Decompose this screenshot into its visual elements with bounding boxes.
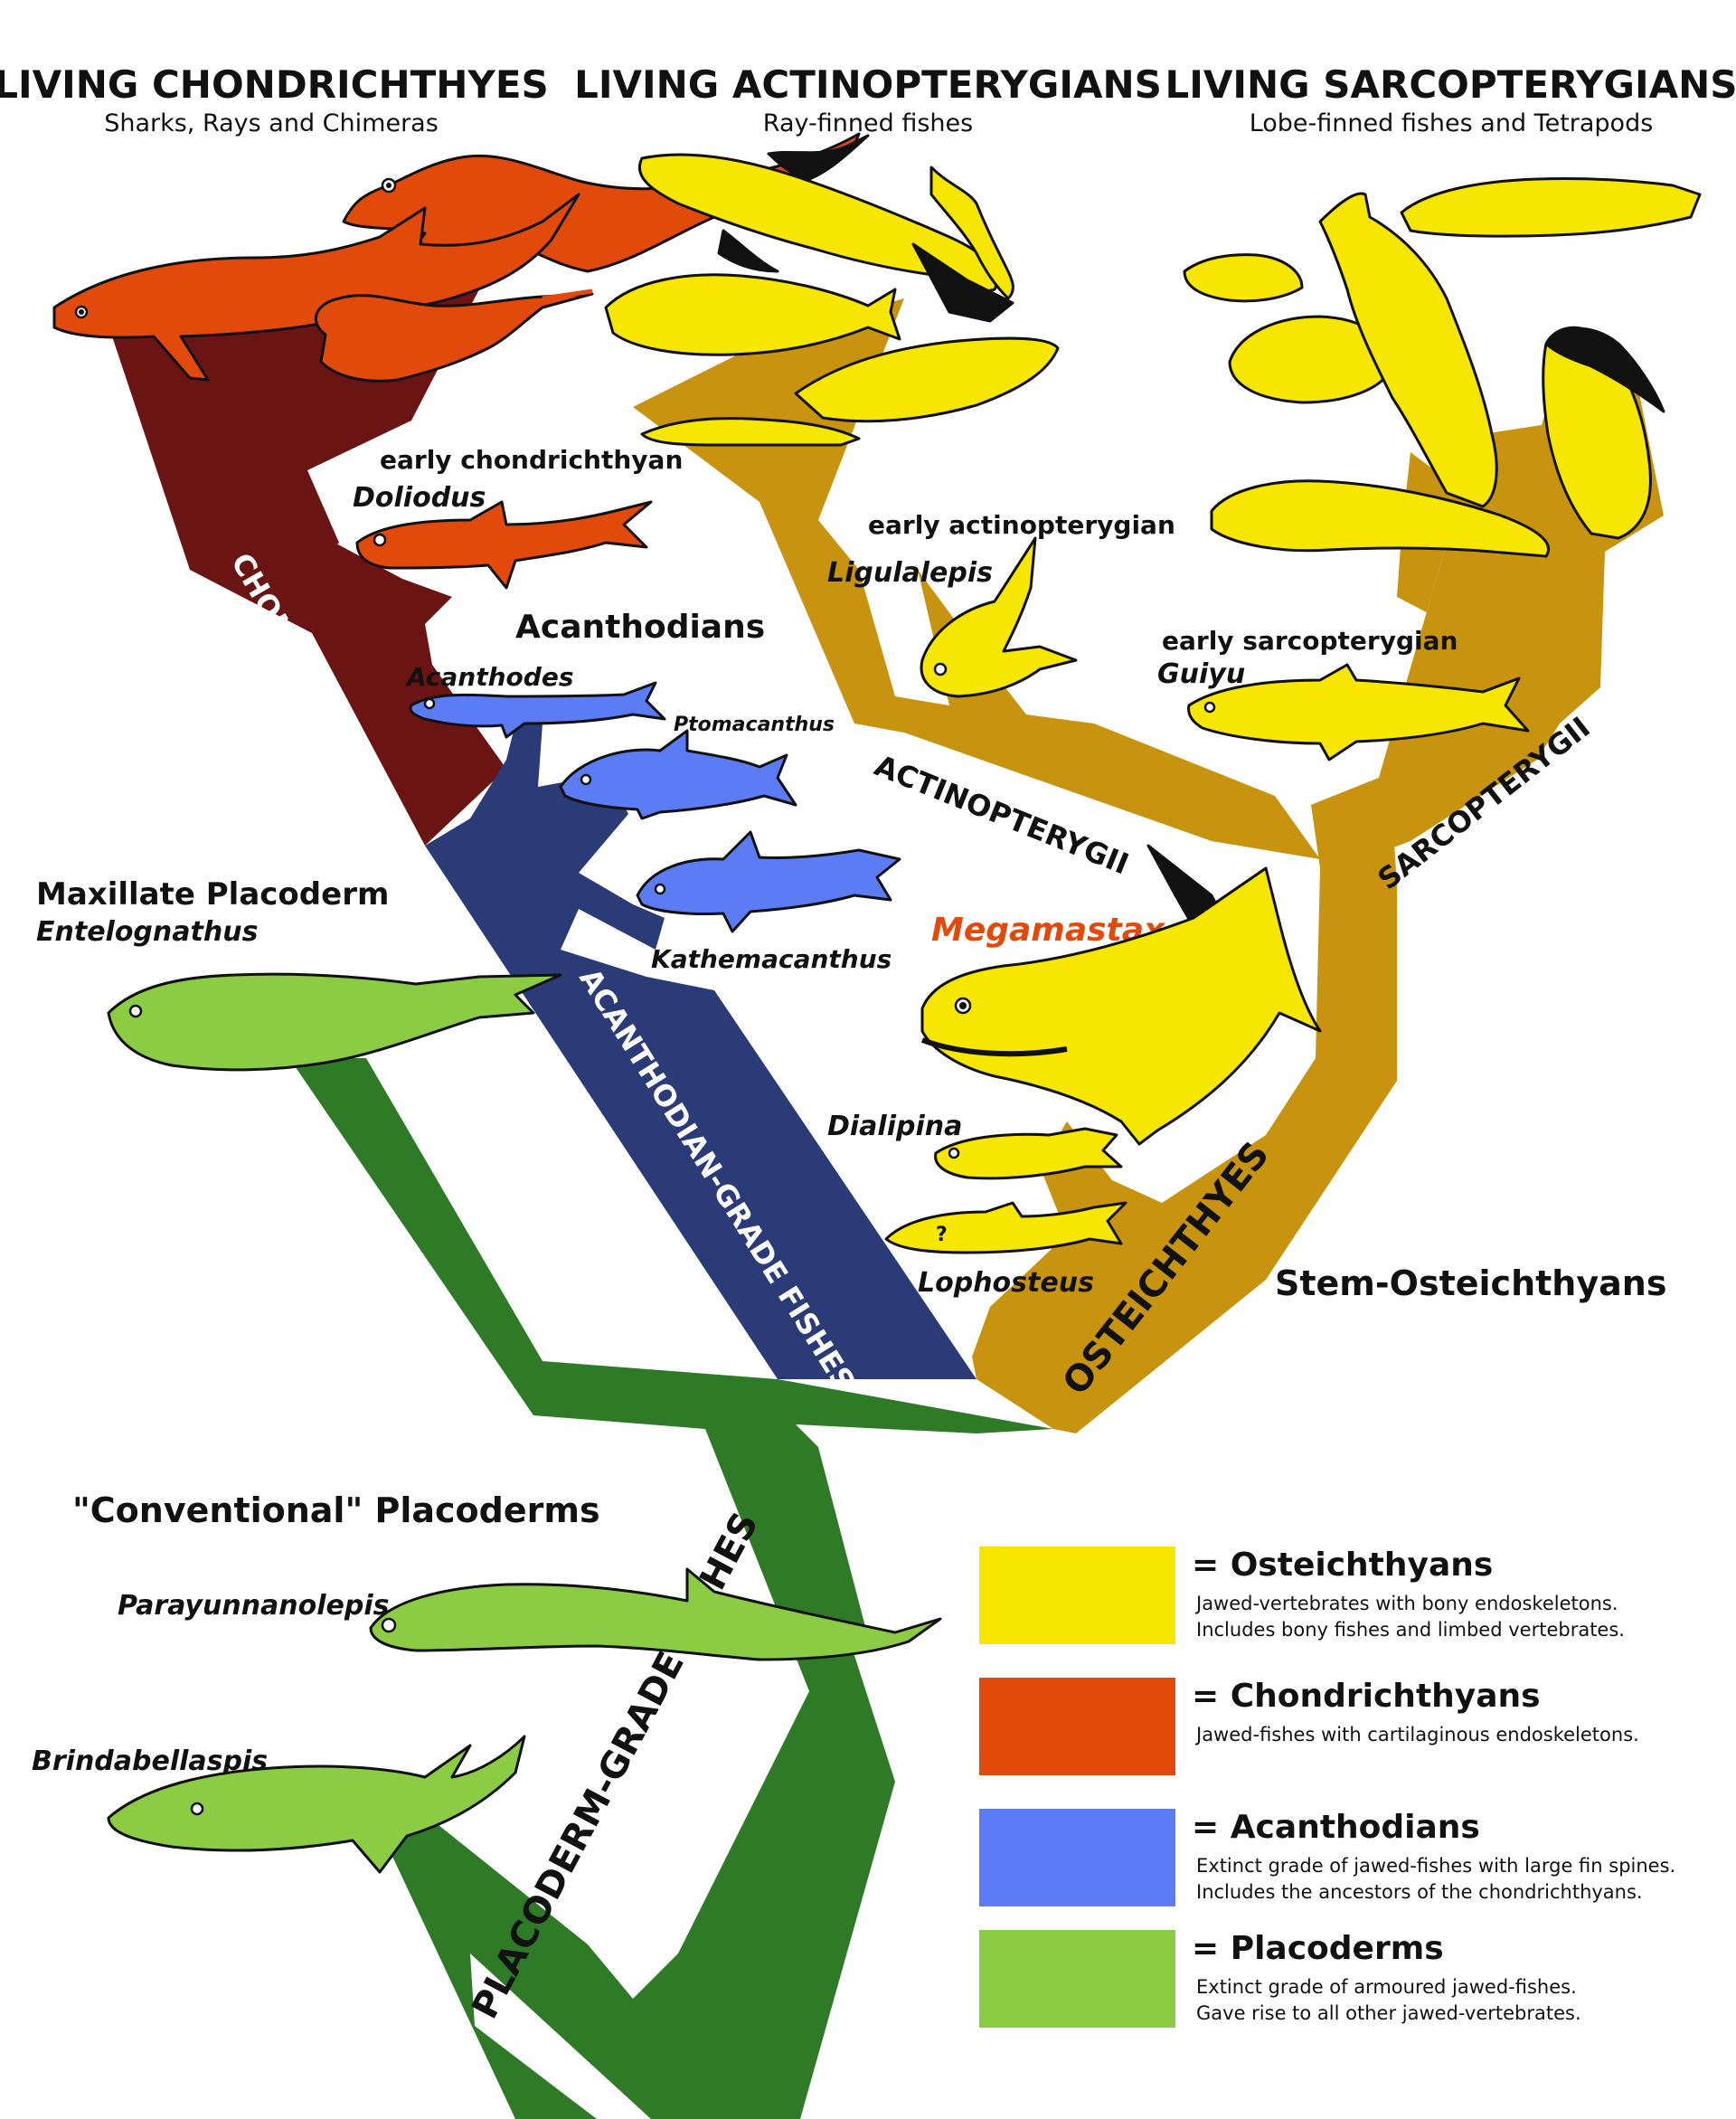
legend-desc-acanthodians-2: Includes the ancestors of the chondricht… xyxy=(1196,1881,1643,1903)
header-sarcopterygians-subtitle: Lobe-finned fishes and Tetrapods xyxy=(1250,109,1654,137)
salamander-silhouette xyxy=(1210,479,1550,558)
dialipina-fish xyxy=(934,1127,1123,1180)
acanthodes-eye xyxy=(423,697,436,710)
label-parayunnanolepis: Parayunnanolepis xyxy=(118,1590,390,1622)
stingray-silhouette xyxy=(314,292,594,383)
sturgeon-silhouette xyxy=(638,153,998,300)
label-maxillate-placoderm: Maxillate Placoderm xyxy=(36,876,389,913)
brindabellaspis-eye xyxy=(190,1802,204,1816)
dialipina-eye xyxy=(948,1147,960,1159)
acanthodes-fish xyxy=(409,681,666,739)
legend-swatch-placoderms xyxy=(979,1930,1175,2028)
guiyu-fish xyxy=(1187,663,1530,762)
parayunnanolepis-fish xyxy=(369,1567,942,1661)
legend-swatch-chondrichthyans xyxy=(979,1678,1175,1775)
seadragon-silhouette xyxy=(929,166,1014,300)
living-actinopterygians-group xyxy=(604,153,1060,447)
chondrichthyes-branch xyxy=(108,289,506,846)
frog-silhouette xyxy=(1183,253,1304,303)
living-sarcopterygians-group xyxy=(1183,176,1702,558)
label-early-sarcopterygian: early sarcopterygian xyxy=(1162,626,1458,656)
kangaroo-silhouette xyxy=(1318,192,1498,508)
stingray-tail xyxy=(542,289,593,301)
ptomacanthus-fish xyxy=(559,729,797,820)
megamastax-jaw xyxy=(920,1037,1068,1057)
lophosteus-fish xyxy=(884,1201,1127,1254)
header-chondrichthyes-title: LIVING CHONDRICHTHYES xyxy=(0,62,549,107)
megamastax-pupil xyxy=(959,1002,967,1009)
entelognathus-fish xyxy=(107,972,562,1072)
legend-desc-osteichthyans-1: Jawed-vertebrates with bony endoskeleton… xyxy=(1194,1593,1618,1614)
ligulalepis-eye xyxy=(933,662,948,676)
eel-silhouette xyxy=(640,417,861,447)
shark-pupil xyxy=(79,309,84,315)
legend-desc-osteichthyans-2: Includes bony fishes and limbed vertebra… xyxy=(1196,1619,1625,1641)
ptomacanthus-eye xyxy=(580,773,592,786)
shark-silhouette xyxy=(52,193,580,382)
label-ptomacanthus: Ptomacanthus xyxy=(674,714,835,736)
parayunnanolepis-eye xyxy=(381,1617,397,1633)
acanthodian-branch xyxy=(425,724,976,1379)
sarcopterygii-branch xyxy=(1311,452,1582,855)
black-fin xyxy=(911,242,1014,323)
brindabellaspis-fish xyxy=(107,1735,526,1874)
guiyu-eye xyxy=(1203,701,1216,714)
coelacanth-silhouette xyxy=(1400,176,1702,238)
legend-swatch-acanthodians xyxy=(979,1809,1175,1906)
legend-desc-chondrichthyans-1: Jawed-fishes with cartilaginous endoskel… xyxy=(1194,1724,1639,1745)
label-acanthodians: Acanthodians xyxy=(515,609,765,646)
entelognathus-eye xyxy=(128,1004,143,1018)
header-actinopterygians-title: LIVING ACTINOPTERYGIANS xyxy=(574,62,1162,107)
label-conventional-placoderms: "Conventional" Placoderms xyxy=(72,1490,600,1530)
header-sarcopterygians-title: LIVING SARCOPTERYGIANS xyxy=(1165,62,1736,107)
legend: = Osteichthyans Jawed-vertebrates with b… xyxy=(979,1547,1675,2028)
label-kathemacanthus: Kathemacanthus xyxy=(651,944,892,974)
arowana-silhouette xyxy=(794,336,1060,423)
legend-desc-placoderms-1: Extinct grade of armoured jawed-fishes. xyxy=(1196,1976,1577,1998)
megamastax-fish xyxy=(920,866,1322,1146)
legend-title-acanthodians: = Acanthodians xyxy=(1192,1809,1480,1846)
tuna-silhouette xyxy=(604,273,901,356)
chimera-tail-silhouette xyxy=(767,134,870,183)
sturgeon-tail xyxy=(717,229,779,273)
label-early-actinopterygian: early actinopterygian xyxy=(868,510,1175,540)
doliodus-fish xyxy=(355,500,653,590)
legend-desc-placoderms-2: Gave rise to all other jawed-vertebrates… xyxy=(1196,2002,1581,2024)
label-stem-osteichthyans: Stem-Osteichthyans xyxy=(1275,1263,1666,1303)
osteichthyes-branch xyxy=(972,380,1664,1433)
kathemacanthus-eye xyxy=(654,883,666,895)
label-ligulalepis: Ligulalepis xyxy=(827,557,993,589)
chimera-pupil xyxy=(386,183,392,188)
label-entelognathus: Entelognathus xyxy=(36,916,258,948)
legend-desc-acanthodians-1: Extinct grade of jawed-fishes with large… xyxy=(1196,1855,1675,1877)
legend-swatch-osteichthyans xyxy=(979,1547,1175,1644)
label-acanthodes: Acanthodes xyxy=(405,662,574,692)
label-lophosteus: Lophosteus xyxy=(918,1267,1094,1299)
penguin-back xyxy=(1544,326,1665,413)
ligulalepis-fish xyxy=(920,536,1078,698)
header-actinopterygians-subtitle: Ray-finned fishes xyxy=(763,109,973,137)
label-early-chondrichthyan: early chondrichthyan xyxy=(380,445,683,475)
kathemacanthus-fish xyxy=(636,830,901,933)
legend-title-chondrichthyans: = Chondrichthyans xyxy=(1192,1678,1541,1715)
label-guiyu: Guiyu xyxy=(1157,658,1245,690)
doliodus-eye xyxy=(373,533,387,547)
legend-title-osteichthyans: = Osteichthyans xyxy=(1192,1547,1493,1584)
placoderm-branch xyxy=(289,1058,1053,2119)
header-chondrichthyes-subtitle: Sharks, Rays and Chimeras xyxy=(104,109,439,137)
legend-title-placoderms: = Placoderms xyxy=(1192,1930,1444,1967)
lophosteus-question-mark: ? xyxy=(936,1224,948,1246)
label-dialipina: Dialipina xyxy=(827,1111,962,1142)
label-doliodus: Doliodus xyxy=(353,482,486,514)
